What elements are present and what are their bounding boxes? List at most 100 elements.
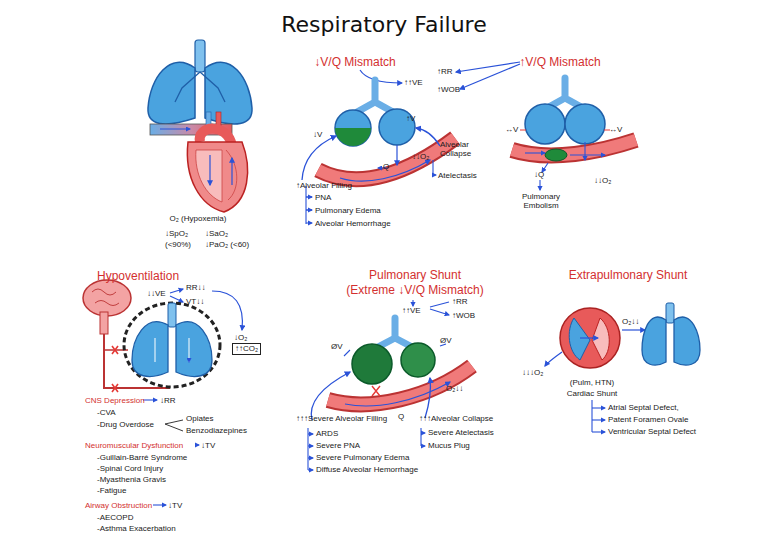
node-text: ↑↑CO₂: [235, 344, 258, 354]
hypoventilation-figure-part: [124, 303, 220, 387]
pulmonary-shunt-figure-part: [311, 372, 350, 420]
hypoventilation-figure-part: [170, 296, 183, 302]
low-vq-figure-part: [318, 138, 455, 179]
pulmonary-shunt-figure: [308, 300, 472, 470]
cause-label: Atelectasis: [438, 171, 477, 180]
flow-label: ØV: [331, 342, 343, 351]
cause-label: -Guillain-Barré Syndrome: [97, 453, 187, 462]
finding-label: O₂↓↓: [446, 384, 463, 393]
hypoventilation-figure-part: [212, 291, 242, 330]
pulmonary-shunt-figure-part: [425, 378, 430, 418]
finding-label: ↑↑VE: [404, 78, 423, 87]
high-vq-figure-part: [547, 78, 583, 108]
lung-heart-figure-part: [216, 112, 221, 126]
flow-label: ØV: [440, 336, 452, 345]
pulmonary-shunt-figure-part: [412, 300, 413, 306]
low-vq-figure-part: [306, 186, 312, 224]
hypoventilation-figure-part: [155, 338, 189, 362]
cause-label: -Fatigue: [97, 486, 126, 495]
lung-heart-figure-part: [205, 62, 252, 124]
extrapulmonary-shunt-figure-part: [560, 308, 620, 368]
cause-label: -AECOPD: [97, 513, 133, 522]
low-vq-figure-part: [306, 196, 312, 197]
high-vq-figure-part: [565, 104, 605, 144]
lung-heart-figure-part: [226, 150, 237, 200]
flow-label: Q: [398, 412, 404, 421]
cause-label: -CVA: [97, 408, 116, 417]
finding-label: ↓↓O₂: [594, 176, 611, 185]
finding-label: ↓TV: [168, 501, 182, 510]
extrapulmonary-shunt-figure-part: [592, 407, 605, 408]
extrapulmonary-shunt-figure-part: [674, 317, 700, 365]
high-vq-figure-part: [584, 142, 585, 160]
cause-label: Benzodiazepines: [186, 426, 247, 435]
cause-label: Pulmonary Edema: [315, 206, 381, 215]
hypoventilation-figure-part: [176, 322, 212, 377]
pulmonary-shunt-figure-part: [308, 469, 313, 470]
cause-label: Patent Foramen Ovale: [608, 415, 688, 424]
high-vq-figure-part: [545, 149, 567, 161]
finding-label: ↑RR: [437, 67, 453, 76]
lung-heart-figure-part: [209, 155, 210, 185]
hypoventilation-figure-part: [165, 420, 183, 431]
low-vq-figure-part: [416, 128, 440, 146]
flow-label: ↔V: [505, 125, 518, 134]
cause-label: Atrial Septal Defect,: [608, 403, 679, 412]
extrapulmonary-shunt-figure-part: [622, 329, 645, 330]
page-title: Respiratory Failure: [281, 12, 486, 37]
low-vq-figure-part: [379, 109, 415, 145]
cause-label: Severe Pulmonary Edema: [316, 453, 409, 462]
pulmonary-shunt-figure-part: [308, 445, 313, 446]
extrapulmonary-shunt-figure: [545, 303, 700, 432]
low-vq-figure-part: [306, 209, 312, 210]
hypoventilation-figure-part: [170, 289, 183, 293]
pulmonary-shunt-figure-part: [308, 457, 313, 458]
hypoventilation-figure-part: [153, 504, 166, 505]
cause-label: (Pulm, HTN): [570, 378, 614, 387]
category-label: CNS Depression: [85, 396, 145, 405]
hypoventilation-figure-part: [100, 312, 108, 334]
pulmonary-shunt-figure-part: [376, 318, 414, 348]
flow-label: ↓Q: [534, 170, 544, 179]
lung-heart-figure-part: [160, 129, 190, 130]
low-vq-figure-part: [318, 138, 455, 179]
extrapulmonary-shunt-figure-part: [580, 337, 598, 338]
hypoventilation-figure: [83, 280, 242, 505]
hypoventilation-figure-part: [196, 444, 199, 445]
finding-label: VT↓↓: [186, 297, 204, 306]
finding-label: RR↓↓: [186, 283, 206, 292]
finding-label: ↓↓O₂: [412, 152, 429, 161]
pulmonary-shunt-figure-part: [421, 445, 425, 446]
pulmonary-shunt-figure-part: [344, 344, 446, 356]
section-title: ↓V/Q Mismatch: [314, 56, 395, 70]
cause-label: Opiates: [186, 414, 214, 423]
extrapulmonary-shunt-figure-part: [545, 352, 562, 366]
cause-label: ↑Alveolar Filling: [296, 181, 352, 190]
flow-label: ↑V: [406, 114, 415, 123]
cause-label: Severe Atelectasis: [428, 428, 494, 437]
section-title: ↑V/Q Mismatch: [519, 56, 600, 70]
high-vq-figure-part: [525, 152, 545, 153]
lung-heart-figure: [148, 40, 252, 212]
extrapulmonary-shunt-figure-part: [592, 419, 605, 420]
finding-label: ↓SaO₂: [205, 229, 228, 238]
high-vq-figure-part: [512, 140, 636, 155]
finding-label: ↓RR: [160, 396, 176, 405]
low-vq-figure-part: [340, 160, 430, 181]
hypoventilation-figure-part: [132, 322, 168, 377]
low-vq-figure-part: [302, 136, 336, 180]
hypoventilation-figure-part: [168, 303, 176, 327]
cause-label: Severe PNA: [316, 441, 360, 450]
cause-label: -Myasthenia Gravis: [97, 475, 166, 484]
cause-label: ARDS: [316, 429, 338, 438]
section-title: (Extreme ↓V/Q Mismatch): [346, 284, 483, 298]
lung-heart-figure-part: [187, 142, 247, 212]
cause-label: -Spinal Cord Injury: [97, 464, 163, 473]
section-title: Pulmonary Shunt: [369, 269, 461, 283]
low-vq-figure-part: [433, 160, 436, 175]
extrapulmonary-shunt-figure-part: [592, 431, 605, 432]
hypoventilation-figure-part: [112, 346, 118, 392]
finding-label: ↑WOB: [452, 311, 475, 320]
category-label: Neuromuscular Dysfunction: [85, 441, 183, 450]
